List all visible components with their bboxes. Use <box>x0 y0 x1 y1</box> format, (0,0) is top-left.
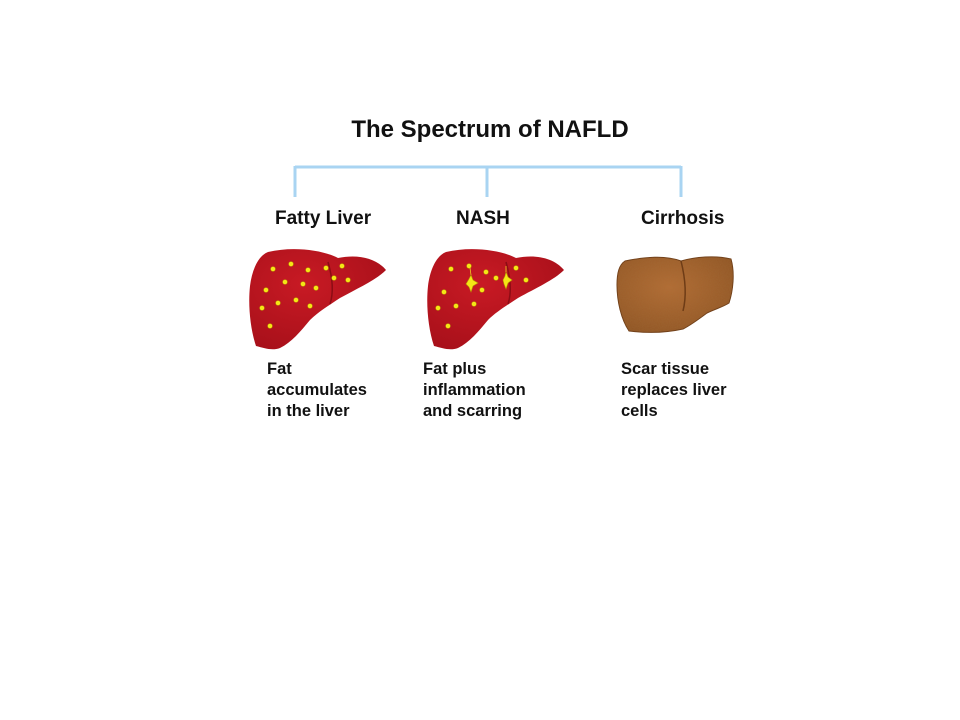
description-line: Fat plus <box>423 360 487 378</box>
description-line: inflammation <box>423 381 526 399</box>
description-line: Scar tissue <box>621 360 710 378</box>
fatty-liver-illustration <box>249 249 386 350</box>
cirrhosis-description: Scar tissue replaces liver cells <box>621 359 727 422</box>
stage-label-fatty-liver: Fatty Liver <box>275 208 372 229</box>
cirrhosis-liver-illustration <box>616 256 734 333</box>
fatty-liver-description: Fat accumulates in the liver <box>267 359 367 422</box>
description-line: Fat <box>267 360 292 378</box>
stage-label-cirrhosis: Cirrhosis <box>641 208 725 229</box>
description-line: in the liver <box>267 402 350 420</box>
diagram-title: The Spectrum of NAFLD <box>351 116 629 143</box>
description-line: replaces liver <box>621 381 727 399</box>
description-line: and scarring <box>423 402 523 420</box>
nash-description: Fat plus inflammation and scarring <box>423 359 526 422</box>
nash-liver-illustration <box>427 249 564 350</box>
description-line: accumulates <box>267 381 367 399</box>
description-line: cells <box>621 402 658 420</box>
stage-label-nash: NASH <box>456 208 510 229</box>
